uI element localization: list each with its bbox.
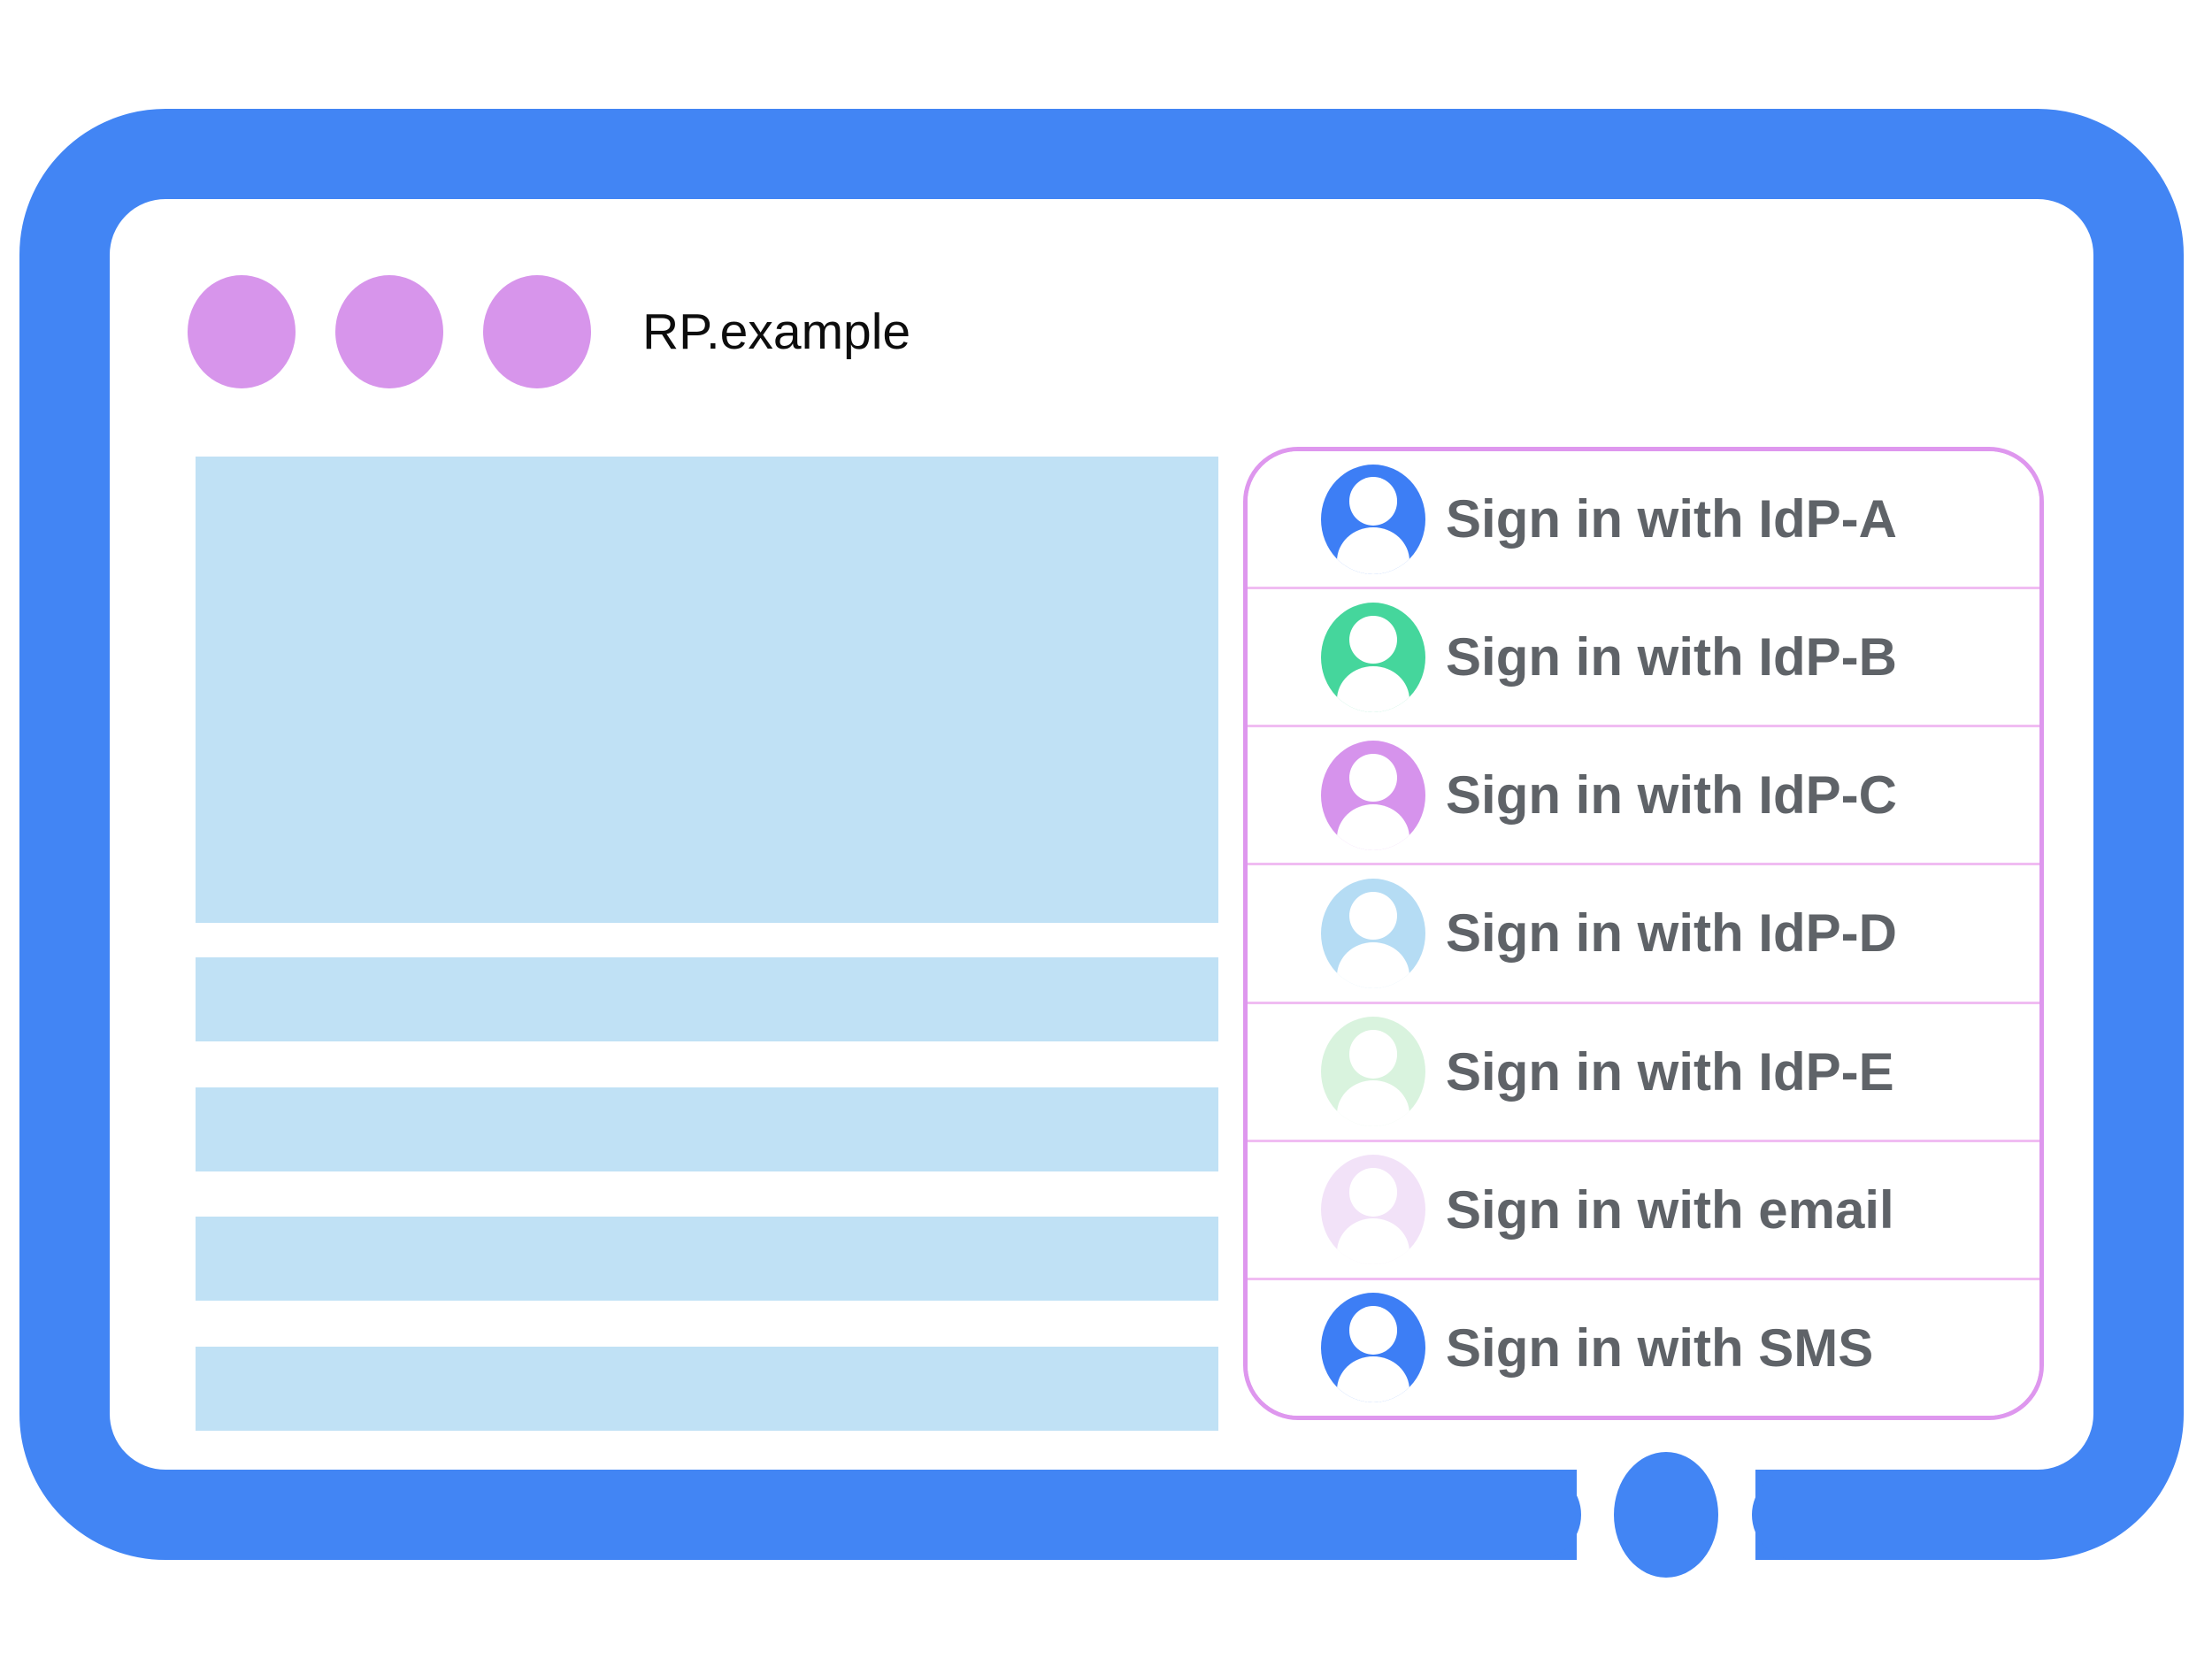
- signin-option-label: Sign in with email: [1446, 1179, 1894, 1240]
- frame-bottom-right-cap: [1752, 1470, 1838, 1560]
- account-avatar-icon: [1321, 464, 1425, 574]
- signin-option-email[interactable]: Sign in with email: [1248, 1141, 2039, 1280]
- placeholder-bars: [196, 957, 1218, 1431]
- signin-option-idp-e[interactable]: Sign in with IdP-E: [1248, 1003, 2039, 1142]
- signin-option-label: Sign in with IdP-B: [1446, 627, 1897, 687]
- signin-option-sms[interactable]: Sign in with SMS: [1248, 1279, 2039, 1416]
- power-button-icon: [1614, 1452, 1718, 1578]
- signin-option-label: Sign in with IdP-E: [1446, 1041, 1894, 1102]
- account-avatar-icon: [1321, 1293, 1425, 1403]
- account-avatar-icon: [1321, 1155, 1425, 1265]
- content-placeholder-bar: [196, 1346, 1218, 1431]
- signin-option-idp-a[interactable]: Sign in with IdP-A: [1248, 451, 2039, 590]
- signin-option-idp-c[interactable]: Sign in with IdP-C: [1248, 727, 2039, 866]
- signin-option-label: Sign in with IdP-C: [1446, 765, 1897, 826]
- account-avatar-icon: [1321, 878, 1425, 988]
- content-placeholder-bar: [196, 1087, 1218, 1171]
- signin-option-label: Sign in with SMS: [1446, 1317, 1874, 1378]
- content-placeholder-hero: [196, 457, 1218, 923]
- content-placeholder-bar: [196, 957, 1218, 1041]
- account-avatar-icon: [1321, 740, 1425, 850]
- window-dots: [188, 275, 591, 388]
- signin-option-label: Sign in with IdP-A: [1446, 489, 1897, 549]
- signin-option-idp-d[interactable]: Sign in with IdP-D: [1248, 865, 2039, 1004]
- window-dot: [335, 275, 443, 388]
- account-avatar-icon: [1321, 602, 1425, 712]
- page-title: RP.example: [642, 303, 911, 360]
- window-dot: [483, 275, 591, 388]
- frame-bottom-left-cap: [1495, 1470, 1581, 1560]
- signin-option-idp-b[interactable]: Sign in with IdP-B: [1248, 589, 2039, 728]
- signin-option-label: Sign in with IdP-D: [1446, 903, 1897, 964]
- signin-chooser-panel: Sign in with IdP-A Sign in with IdP-B Si…: [1243, 447, 2044, 1420]
- account-avatar-icon: [1321, 1017, 1425, 1127]
- content-placeholder-bar: [196, 1217, 1218, 1302]
- window-dot: [188, 275, 296, 388]
